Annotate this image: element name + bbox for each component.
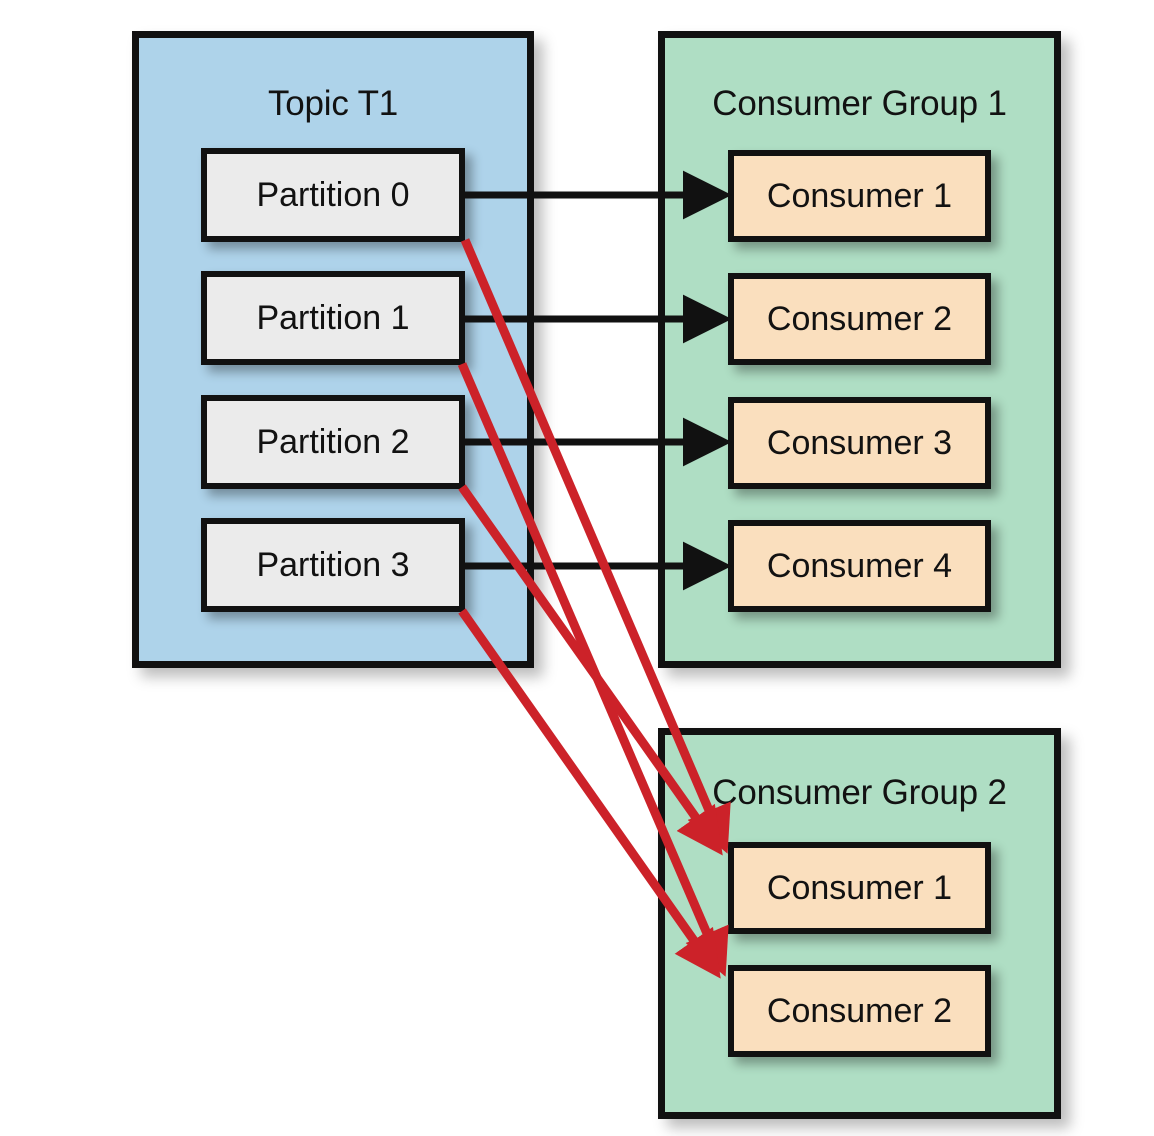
consumer-group-2-title: Consumer Group 2 <box>712 773 1007 812</box>
cg1-consumer-box-3[interactable]: Consumer 3 <box>728 397 991 489</box>
partition-box-1[interactable]: Partition 1 <box>201 271 465 365</box>
cg1-consumer-box-4[interactable]: Consumer 4 <box>728 520 991 612</box>
cg2-consumer-box-1[interactable]: Consumer 1 <box>728 842 991 934</box>
consumer-group-1-title: Consumer Group 1 <box>712 84 1007 123</box>
cg2-consumer-box-2[interactable]: Consumer 2 <box>728 965 991 1057</box>
partition-box-0[interactable]: Partition 0 <box>201 148 465 242</box>
topic-t1-title: Topic T1 <box>267 84 399 123</box>
cg1-consumer-box-1[interactable]: Consumer 1 <box>728 150 991 242</box>
cg1-consumer-box-2[interactable]: Consumer 2 <box>728 273 991 365</box>
partition-box-2[interactable]: Partition 2 <box>201 395 465 489</box>
partition-box-3[interactable]: Partition 3 <box>201 518 465 612</box>
